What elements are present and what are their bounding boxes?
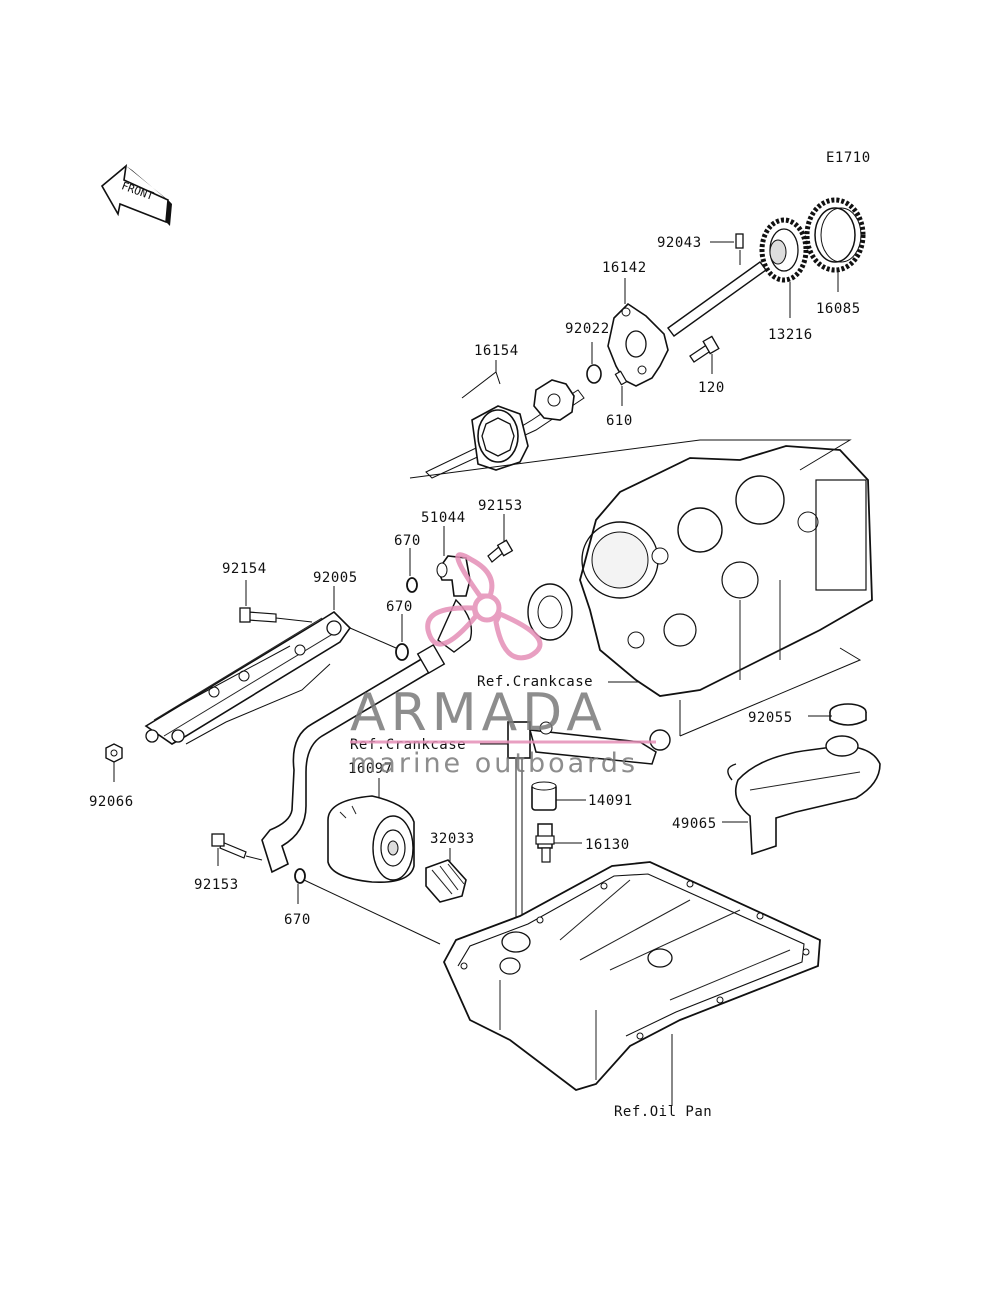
pump-cover-16142 bbox=[607, 302, 669, 387]
pump-rotor-16154 bbox=[425, 379, 585, 479]
plug-92055 bbox=[829, 703, 867, 726]
label-32033: 32033 bbox=[430, 831, 475, 847]
oil-strainer-49065 bbox=[727, 735, 881, 856]
label-49065: 49065 bbox=[672, 816, 717, 832]
label-92043: 92043 bbox=[657, 235, 702, 251]
armada-watermark: ARMADA marine outboards bbox=[350, 552, 656, 779]
oil-return-pipe bbox=[261, 598, 473, 874]
label-16154: 16154 bbox=[474, 343, 519, 359]
ref-oil-pan-label: Ref.Oil Pan bbox=[614, 1104, 712, 1120]
gear-16085 bbox=[804, 197, 866, 273]
oil-filter-16097 bbox=[327, 795, 415, 883]
fitting-32033 bbox=[425, 859, 467, 903]
crankcase-outline bbox=[409, 439, 873, 737]
bolt-92154 bbox=[239, 607, 277, 623]
ref-crankcase-label-1: Ref.Crankcase bbox=[477, 674, 593, 690]
relief-valve-housing bbox=[507, 721, 671, 930]
gear-shaft-13216 bbox=[667, 217, 809, 337]
label-14091: 14091 bbox=[588, 793, 633, 809]
oil-pipe-92005 bbox=[144, 610, 352, 745]
bolt-92153-bottom bbox=[211, 833, 247, 859]
label-120: 120 bbox=[698, 380, 725, 396]
nut-92066 bbox=[105, 743, 123, 763]
label-51044: 51044 bbox=[421, 510, 466, 526]
label-92153-bottom: 92153 bbox=[194, 877, 239, 893]
label-670-b: 670 bbox=[386, 599, 413, 615]
bolt-92153-top bbox=[487, 539, 514, 563]
label-16130: 16130 bbox=[585, 837, 630, 853]
label-13216: 13216 bbox=[768, 327, 813, 343]
watermark-title: ARMADA bbox=[350, 683, 607, 743]
label-16097: 16097 bbox=[348, 761, 393, 777]
label-92153-top: 92153 bbox=[478, 498, 523, 514]
label-670-a: 670 bbox=[394, 533, 421, 549]
label-670-c: 670 bbox=[284, 912, 311, 928]
label-92022: 92022 bbox=[565, 321, 610, 337]
front-arrow-icon: FRONT bbox=[100, 164, 172, 226]
watermark-subtitle: marine outboards bbox=[350, 748, 638, 779]
label-92055: 92055 bbox=[748, 710, 793, 726]
switch-16130 bbox=[535, 823, 555, 863]
bolt-120 bbox=[689, 335, 720, 363]
spacer-14091 bbox=[531, 781, 557, 811]
label-16085: 16085 bbox=[816, 301, 861, 317]
diagram-code: E1710 bbox=[826, 150, 871, 166]
label-16142: 16142 bbox=[602, 260, 647, 276]
propeller-logo-icon bbox=[425, 552, 543, 661]
label-92005: 92005 bbox=[313, 570, 358, 586]
oil-pan bbox=[442, 861, 821, 1091]
label-92066: 92066 bbox=[89, 794, 134, 810]
label-610: 610 bbox=[606, 413, 633, 429]
label-92154: 92154 bbox=[222, 561, 267, 577]
